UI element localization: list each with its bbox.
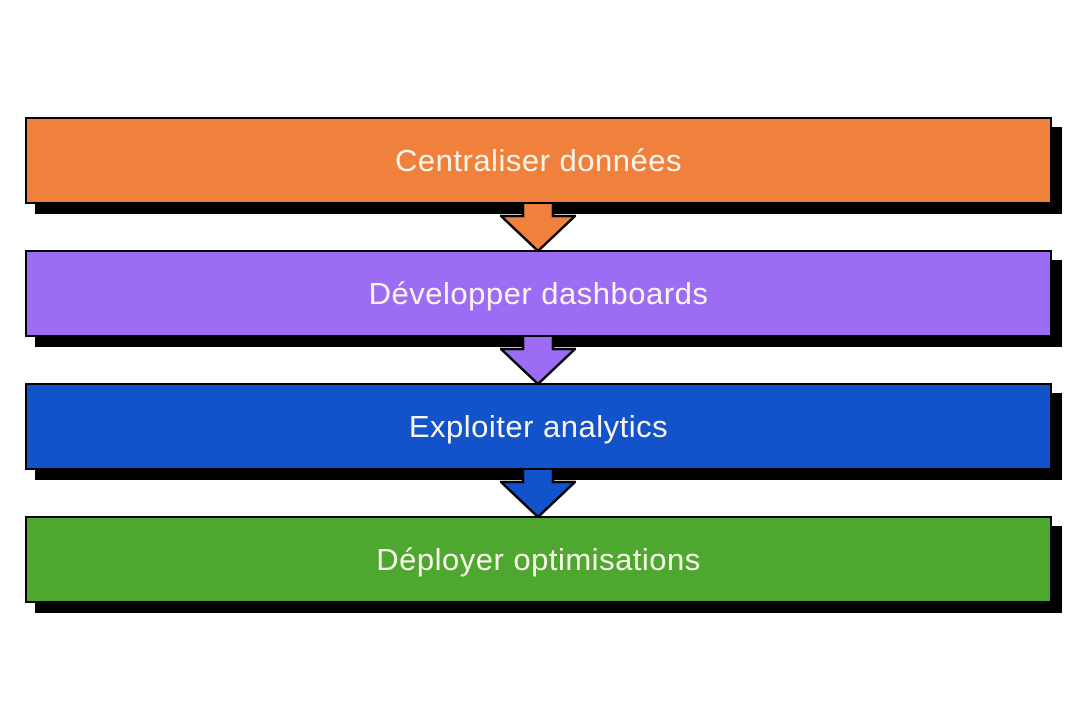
process-step-label: Exploiter analytics <box>408 408 669 444</box>
down-arrow-icon <box>500 200 576 252</box>
down-arrow-icon <box>500 466 576 518</box>
process-step-bar-2: Développer dashboards <box>25 250 1052 337</box>
process-step-bar-3: Exploiter analytics <box>25 383 1052 470</box>
process-step-bar-1: Centraliser données <box>25 117 1052 204</box>
process-step-bar-4: Déployer optimisations <box>25 516 1052 603</box>
down-arrow-icon <box>500 333 576 385</box>
process-step-label: Déployer optimisations <box>376 541 701 577</box>
process-step-label: Développer dashboards <box>368 275 709 311</box>
process-step-label: Centraliser données <box>395 142 682 178</box>
